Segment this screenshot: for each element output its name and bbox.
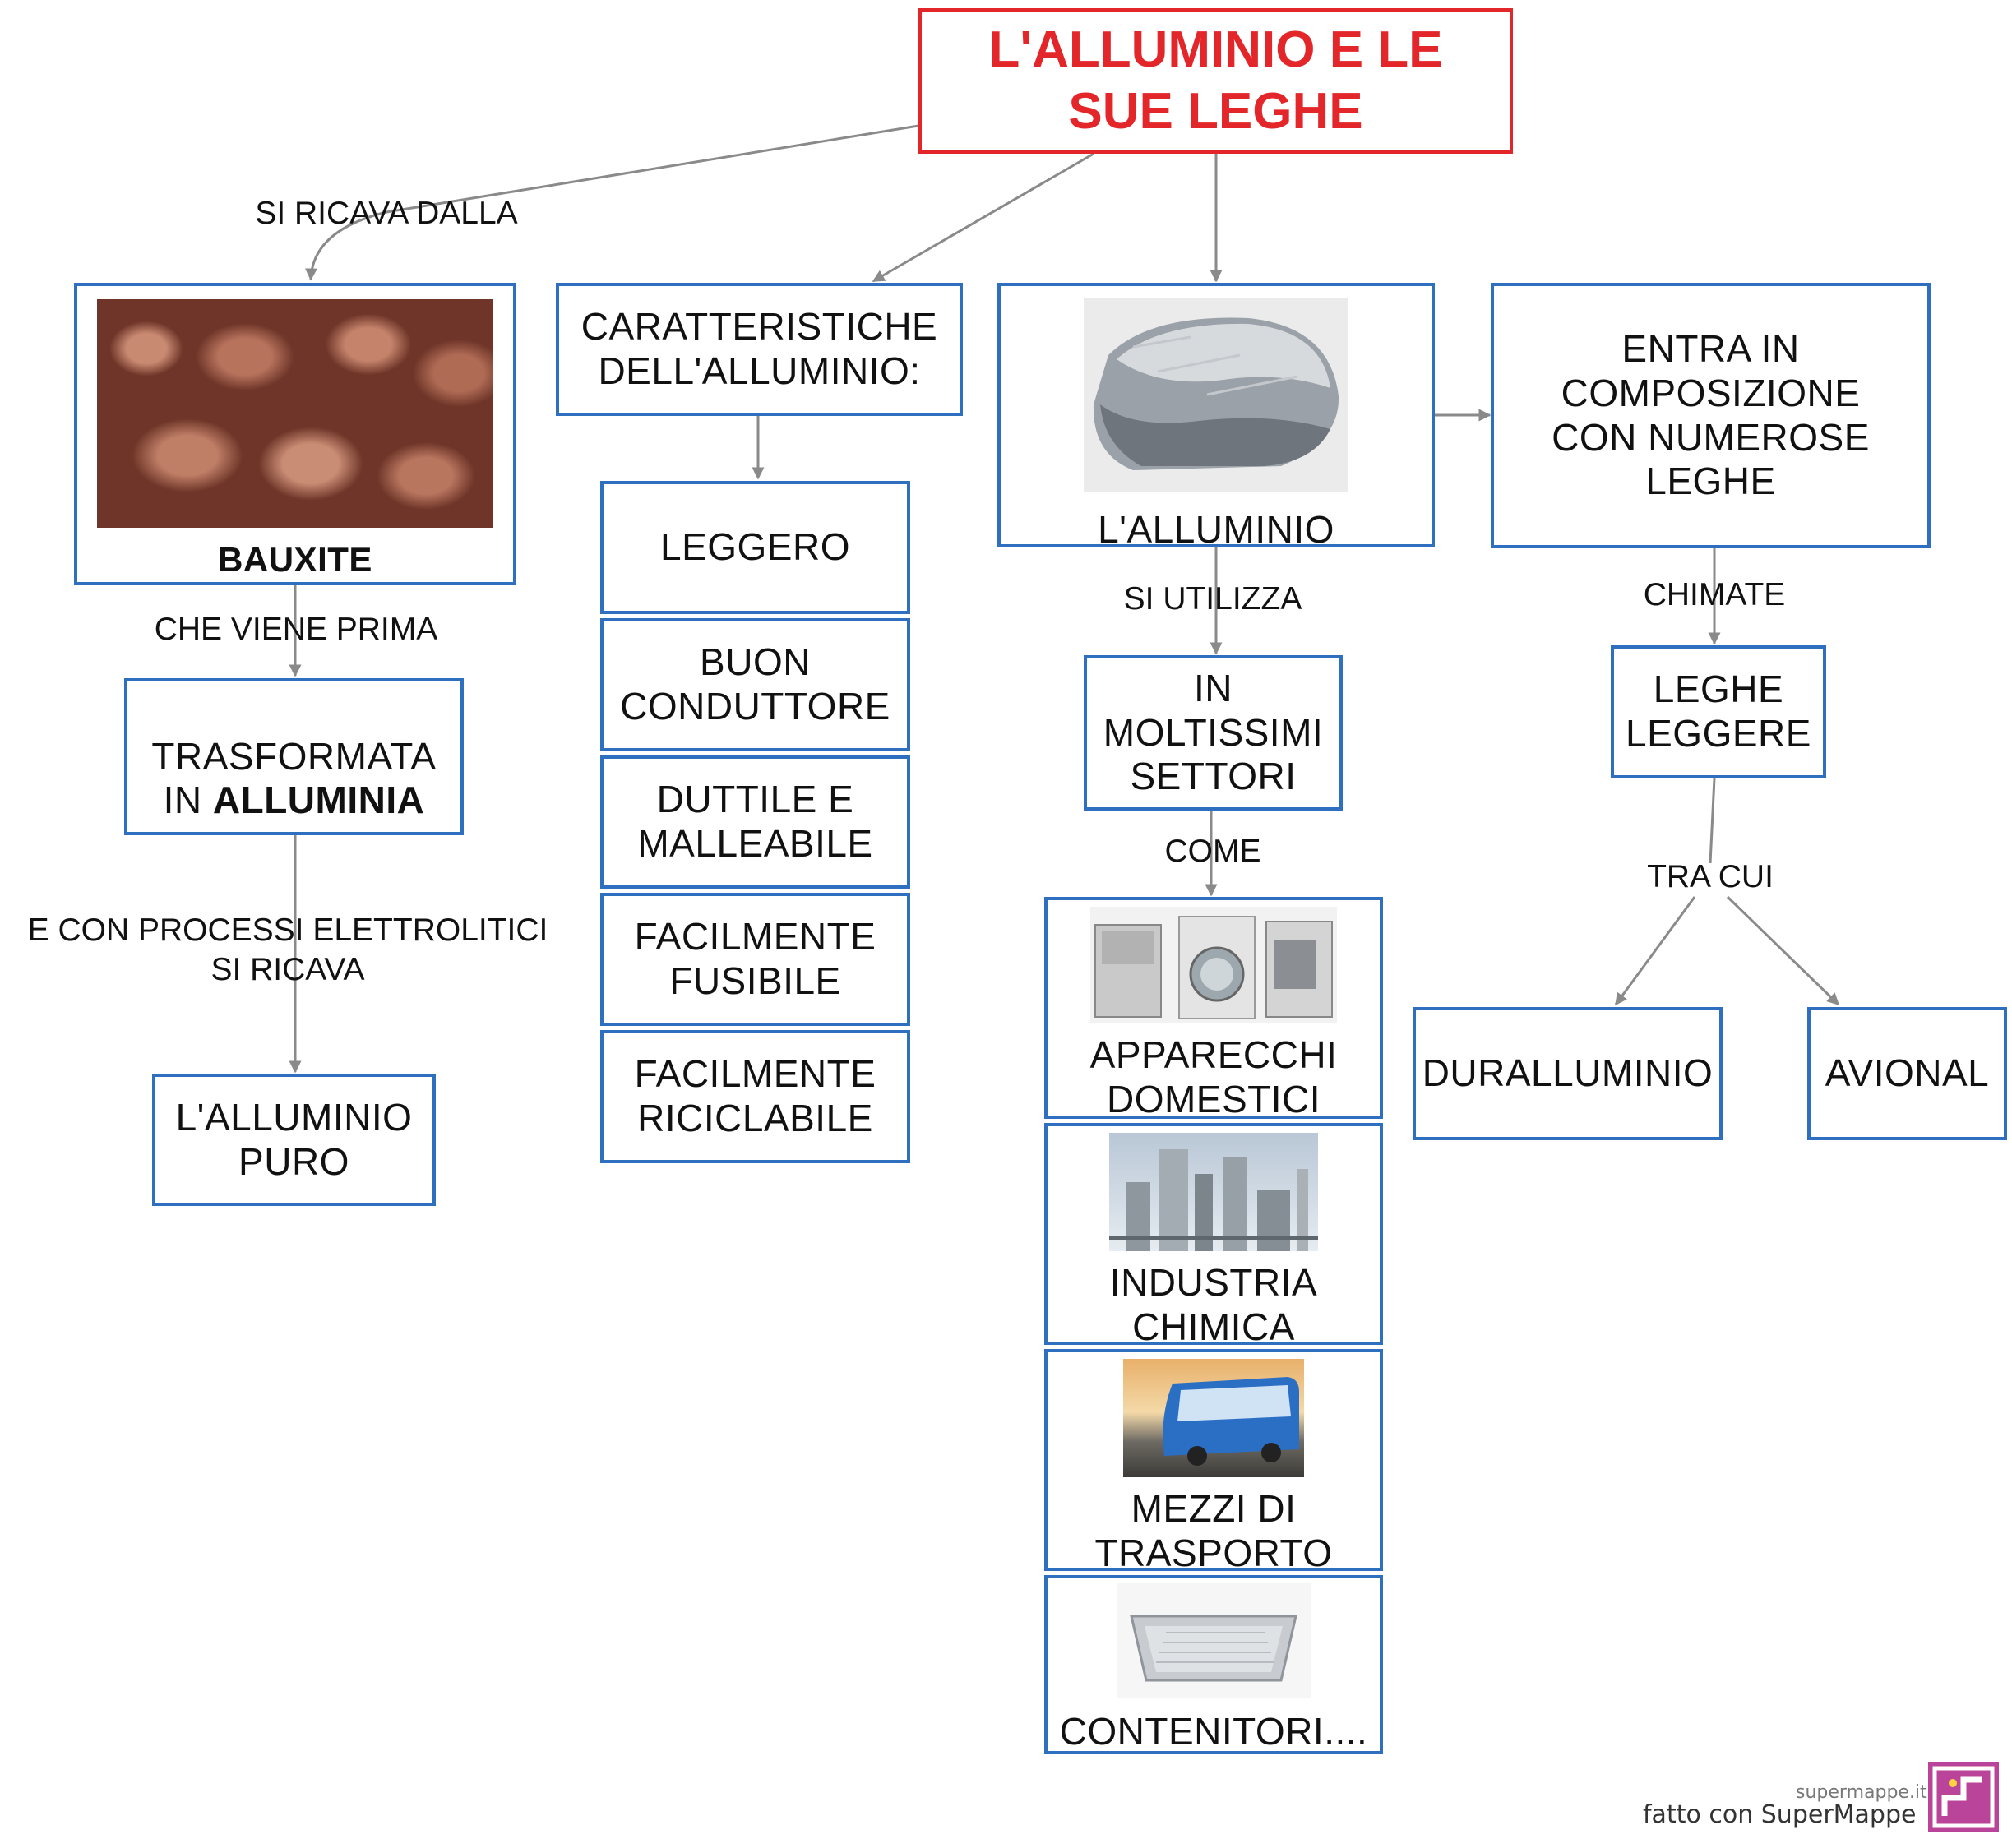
node-duralluminio: DURALLUMINIO (1413, 1007, 1723, 1140)
label-tra-cui: TRA CUI (1647, 859, 1774, 894)
industria-label: INDUSTRIA CHIMICA (1109, 1261, 1318, 1348)
node-facilmente-fusibile: FACILMENTE FUSIBILE (600, 893, 910, 1026)
node-leggero: LEGGERO (600, 481, 910, 614)
home-appliances-image (1090, 907, 1337, 1023)
connector-leghe-split (1709, 778, 1716, 864)
fusibile-label: FACILMENTE FUSIBILE (634, 915, 876, 1002)
alluminio-puro-label: L'ALLUMINIO PURO (175, 1095, 413, 1183)
aluminium-tray-image (1117, 1583, 1311, 1698)
node-apparecchi-domestici: APPARECCHI DOMESTICI (1044, 897, 1383, 1120)
node-facilmente-riciclabile: FACILMENTE RICICLABILE (600, 1030, 910, 1163)
label-come: COME (1164, 834, 1261, 869)
supermappe-made-with: fatto con SuperMappe (1643, 1800, 1917, 1829)
map-title: L'ALLUMINIO E LE SUE LEGHE (918, 8, 1513, 154)
node-buon-conduttore: BUON CONDUTTORE (600, 618, 910, 751)
label-chimate: CHIMATE (1643, 577, 1786, 612)
alluminio-label: L'ALLUMINIO (1098, 508, 1334, 551)
node-entra-composizione: ENTRA IN COMPOSIZIONE CON NUMEROSE LEGHE (1491, 283, 1931, 548)
node-alluminio: L'ALLUMINIO (997, 283, 1435, 551)
bus-image (1123, 1359, 1304, 1477)
bauxite-rock-image (97, 299, 493, 528)
connector-title-bauxite (304, 124, 919, 281)
trasformata-prefix: TRASFORMATA IN (151, 734, 437, 822)
node-contenitori: CONTENITORI.... (1044, 1575, 1383, 1754)
apparecchi-label: APPARECCHI DOMESTICI (1089, 1033, 1338, 1120)
duralluminio-label: DURALLUMINIO (1422, 1051, 1714, 1095)
avional-label: AVIONAL (1825, 1051, 1990, 1095)
moltissimi-settori-label: IN MOLTISSIMI SETTORI (1103, 666, 1324, 798)
node-trasformata-alluminia: TRASFORMATA IN ALLUMINIA (124, 678, 464, 835)
supermappe-site[interactable]: supermappe.it (1796, 1782, 1927, 1803)
connector-title-caratteristiche (872, 152, 1094, 283)
node-caratteristiche: CARATTERISTICHE DELL'ALLUMINIO: (556, 283, 963, 416)
label-si-utilizza: SI UTILIZZA (1123, 581, 1302, 617)
node-industria-chimica: INDUSTRIA CHIMICA (1044, 1123, 1383, 1348)
node-bauxite: BAUXITE (74, 283, 516, 585)
leghe-leggere-label: LEGHE LEGGERE (1626, 668, 1811, 755)
caratteristiche-label: CARATTERISTICHE DELL'ALLUMINIO: (580, 305, 938, 392)
label-che-viene-prima: CHE VIENE PRIMA (154, 612, 438, 647)
node-moltissimi-settori: IN MOLTISSIMI SETTORI (1084, 655, 1343, 811)
node-duttile-malleabile: DUTTILE E MALLEABILE (600, 755, 910, 889)
node-mezzi-trasporto: MEZZI DI TRASPORTO (1044, 1349, 1383, 1574)
entra-label: ENTRA IN COMPOSIZIONE CON NUMEROSE LEGHE (1552, 326, 1870, 503)
duttile-label: DUTTILE E MALLEABILE (637, 778, 873, 865)
label-si-ricava-dalla: SI RICAVA DALLA (255, 196, 518, 231)
node-leghe-leggere: LEGHE LEGGERE (1611, 645, 1826, 778)
chemical-plant-image (1109, 1133, 1318, 1251)
aluminium-ingot-image (1084, 298, 1348, 492)
buon-conduttore-label: BUON CONDUTTORE (620, 640, 890, 728)
label-processi-elettrolitici: E CON PROCESSI ELETTROLITICI SI RICAVA (27, 912, 548, 987)
riciclabile-label: FACILMENTE RICICLABILE (634, 1052, 876, 1139)
node-avional: AVIONAL (1807, 1007, 2007, 1140)
trasformata-label: TRASFORMATA IN ALLUMINIA (151, 691, 436, 823)
bauxite-label: BAUXITE (218, 540, 372, 579)
alluminia-bold: ALLUMINIA (212, 778, 425, 822)
contenitori-label: CONTENITORI.... (1059, 1710, 1368, 1753)
leggero-label: LEGGERO (659, 525, 850, 569)
mezzi-label: MEZZI DI TRASPORTO (1094, 1487, 1333, 1574)
connector-split-duralluminio (1614, 896, 1696, 1006)
node-alluminio-puro: L'ALLUMINIO PURO (152, 1074, 436, 1206)
supermappe-logo-icon (1928, 1762, 1999, 1832)
connector-split-avional (1726, 895, 1840, 1006)
